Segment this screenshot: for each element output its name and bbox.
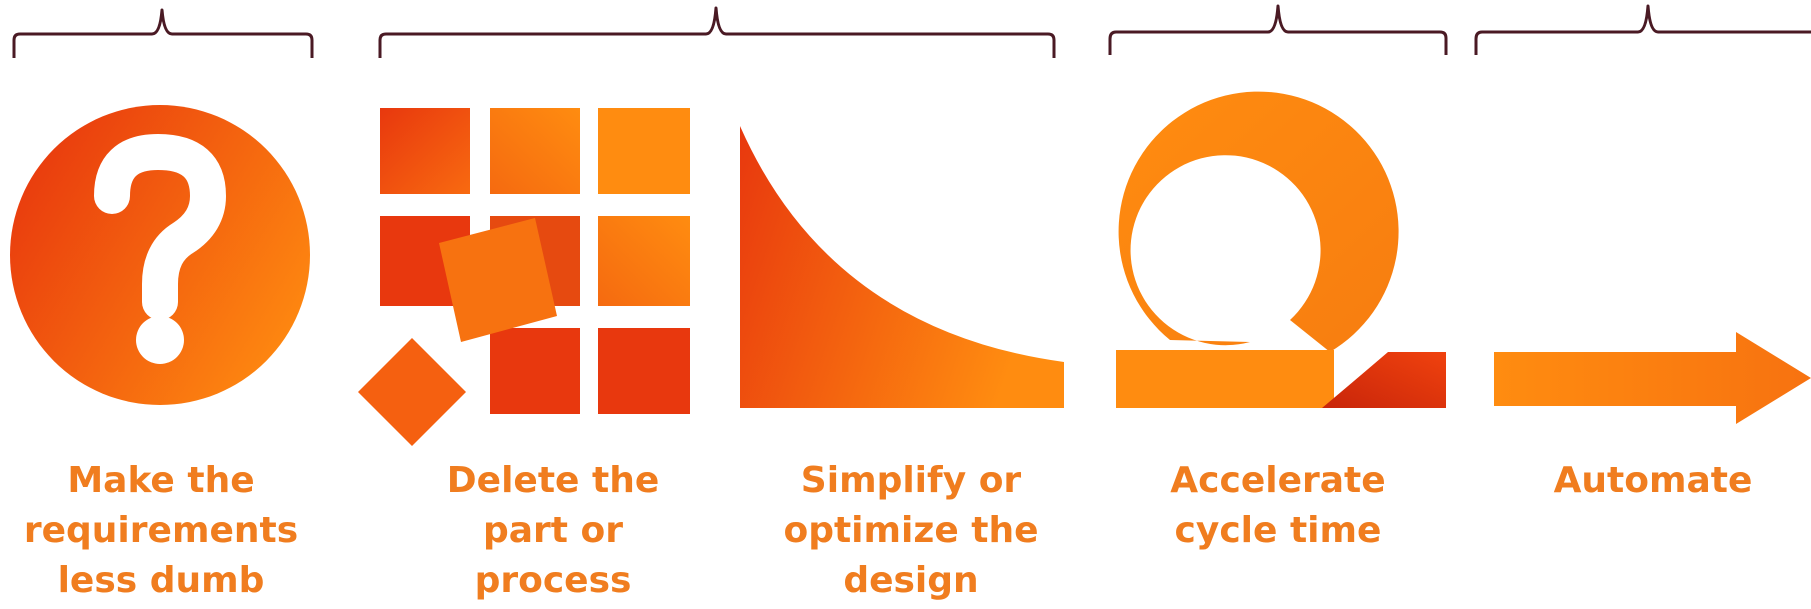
arrow-right-icon xyxy=(1494,332,1811,424)
question-mark-icon xyxy=(10,105,310,405)
step-label-automate: Automate xyxy=(1553,460,1753,501)
bracket-2 xyxy=(378,6,1056,58)
bracket-4 xyxy=(1474,4,1811,55)
curve-simplify-icon xyxy=(740,126,1064,408)
loop-icon xyxy=(1116,91,1446,408)
bracket-1 xyxy=(12,8,314,58)
grid-delete-icon xyxy=(358,108,690,446)
bracket-3 xyxy=(1108,4,1448,55)
